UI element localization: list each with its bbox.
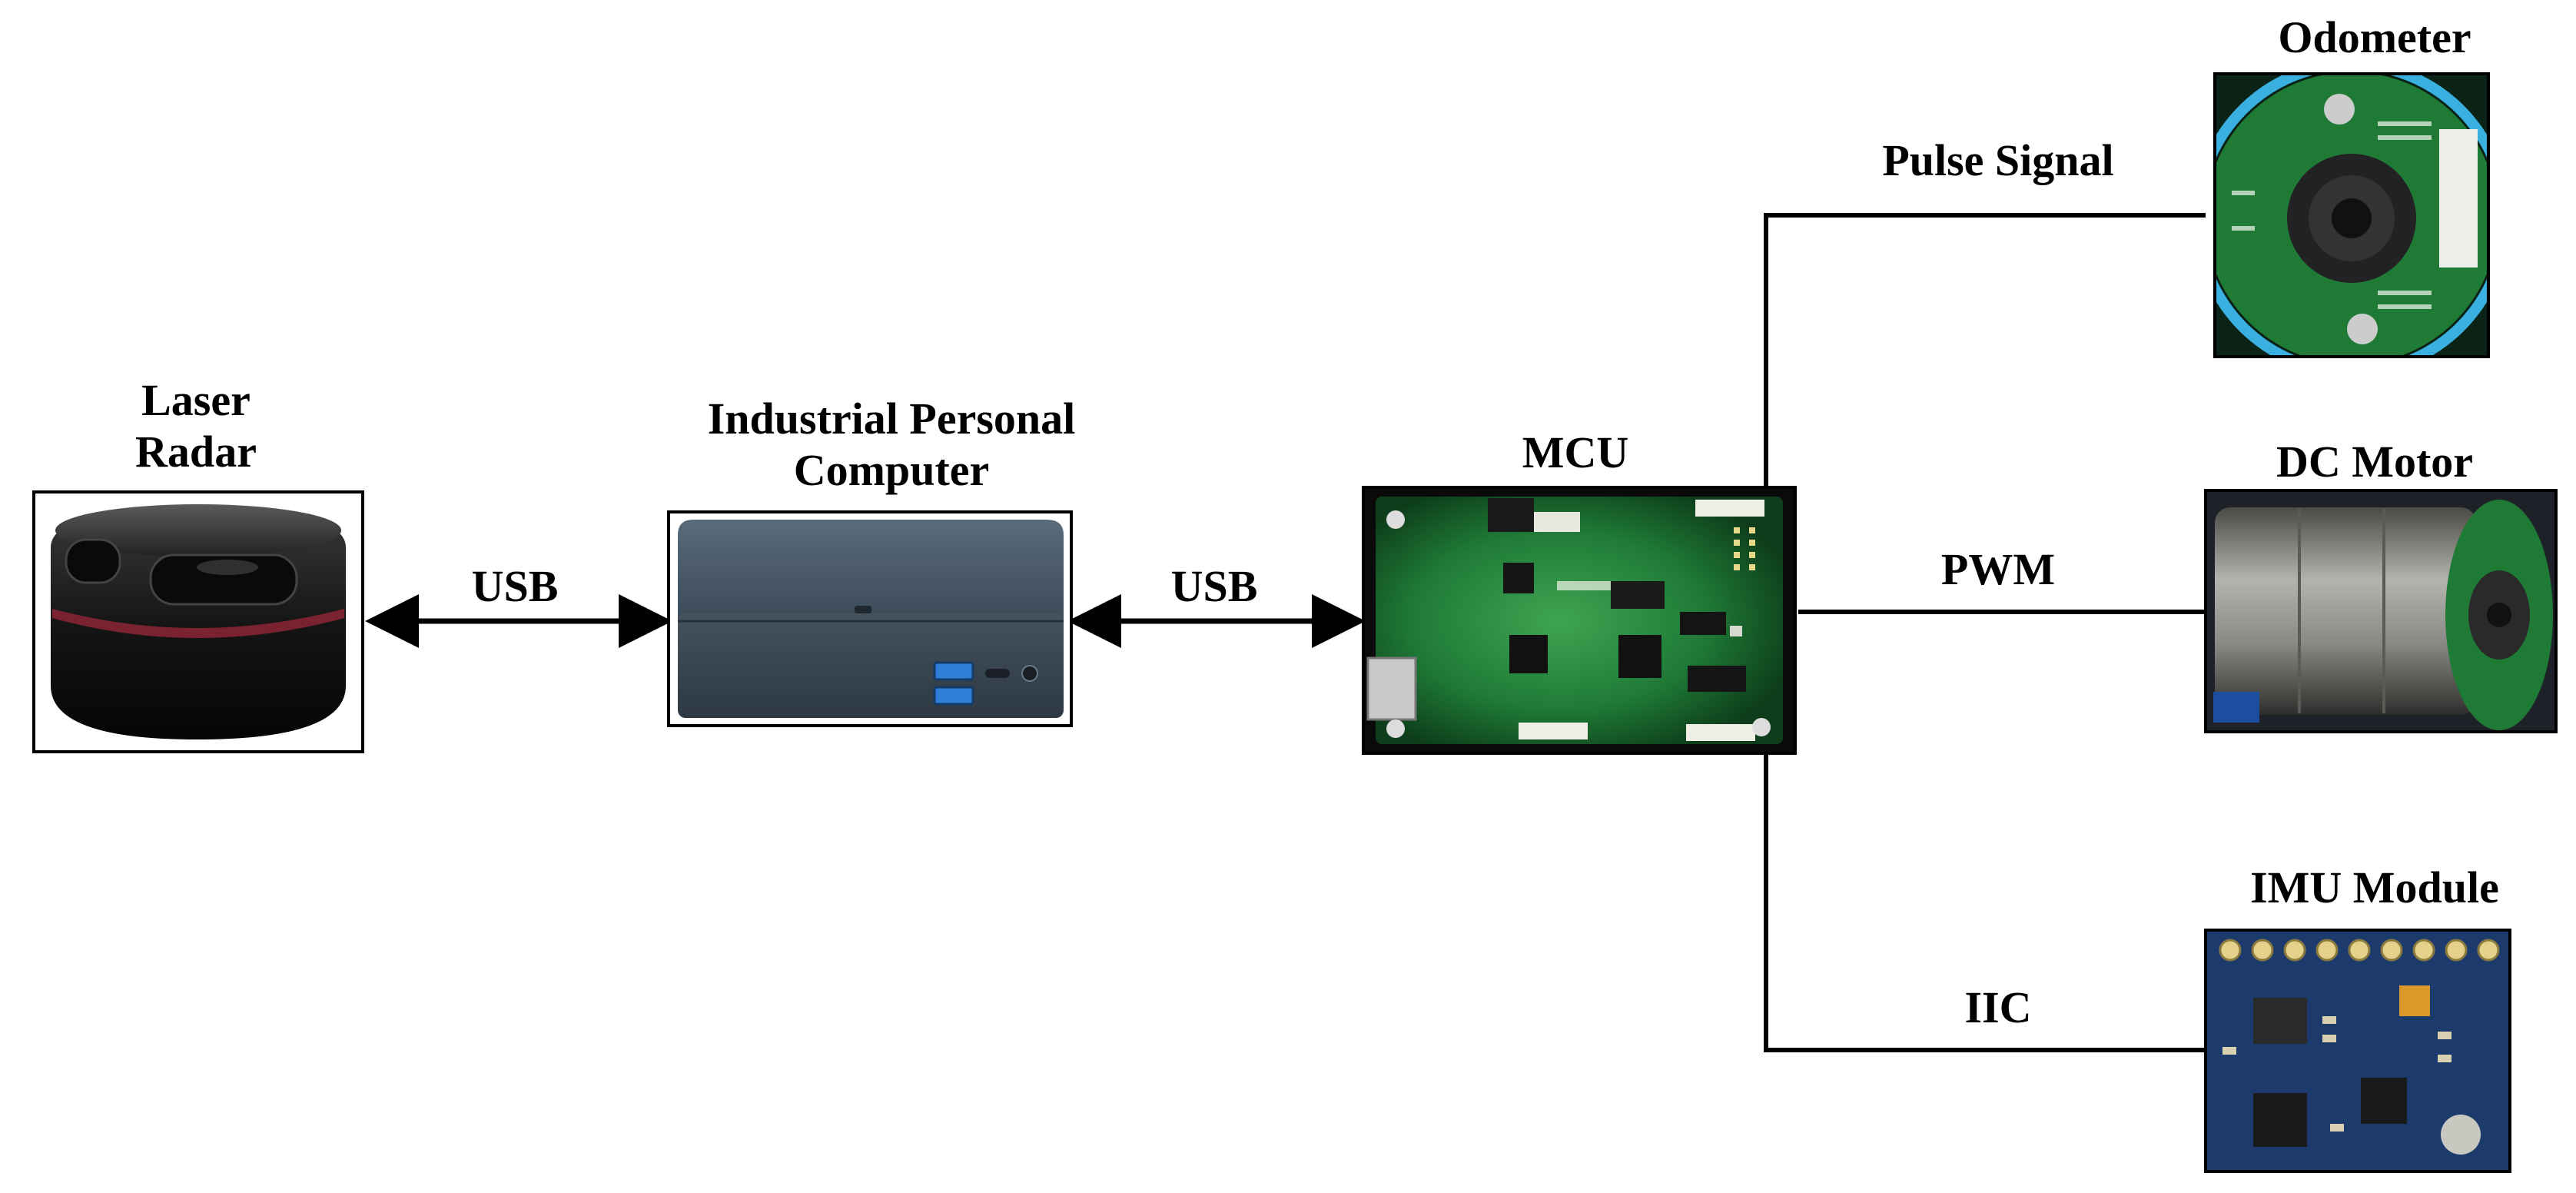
laser-radar-label-line1: Laser [141, 375, 251, 425]
dc-motor-image [2204, 489, 2558, 733]
pwm-label: PWM [1940, 544, 2056, 594]
pulse-signal-label: Pulse Signal [1882, 135, 2114, 185]
iic-line [1764, 755, 2206, 1052]
ipc-label-line2: Computer [793, 444, 990, 495]
imu-module-label: IMU Module [2250, 862, 2499, 912]
encoder-image [2213, 72, 2490, 358]
imu-board-image [2204, 929, 2511, 1173]
laser-radar-label-line2: Radar [135, 426, 257, 477]
odometer-label: Odometer [2278, 12, 2471, 62]
dc-motor-label: DC Motor [2276, 437, 2474, 487]
iic-label: IIC [1964, 982, 2032, 1032]
microcontroller-board-image [1362, 486, 1797, 755]
mcu-label: MCU [1522, 427, 1629, 477]
ipc-label: Industrial Personal Computer [630, 394, 1153, 496]
laser-radar-label: Laser Radar [100, 375, 292, 477]
laser-radar-image [32, 490, 364, 753]
pulse-signal-line [1764, 213, 2206, 486]
mini-pc-image [667, 510, 1073, 727]
ipc-label-line1: Industrial Personal [707, 394, 1076, 444]
